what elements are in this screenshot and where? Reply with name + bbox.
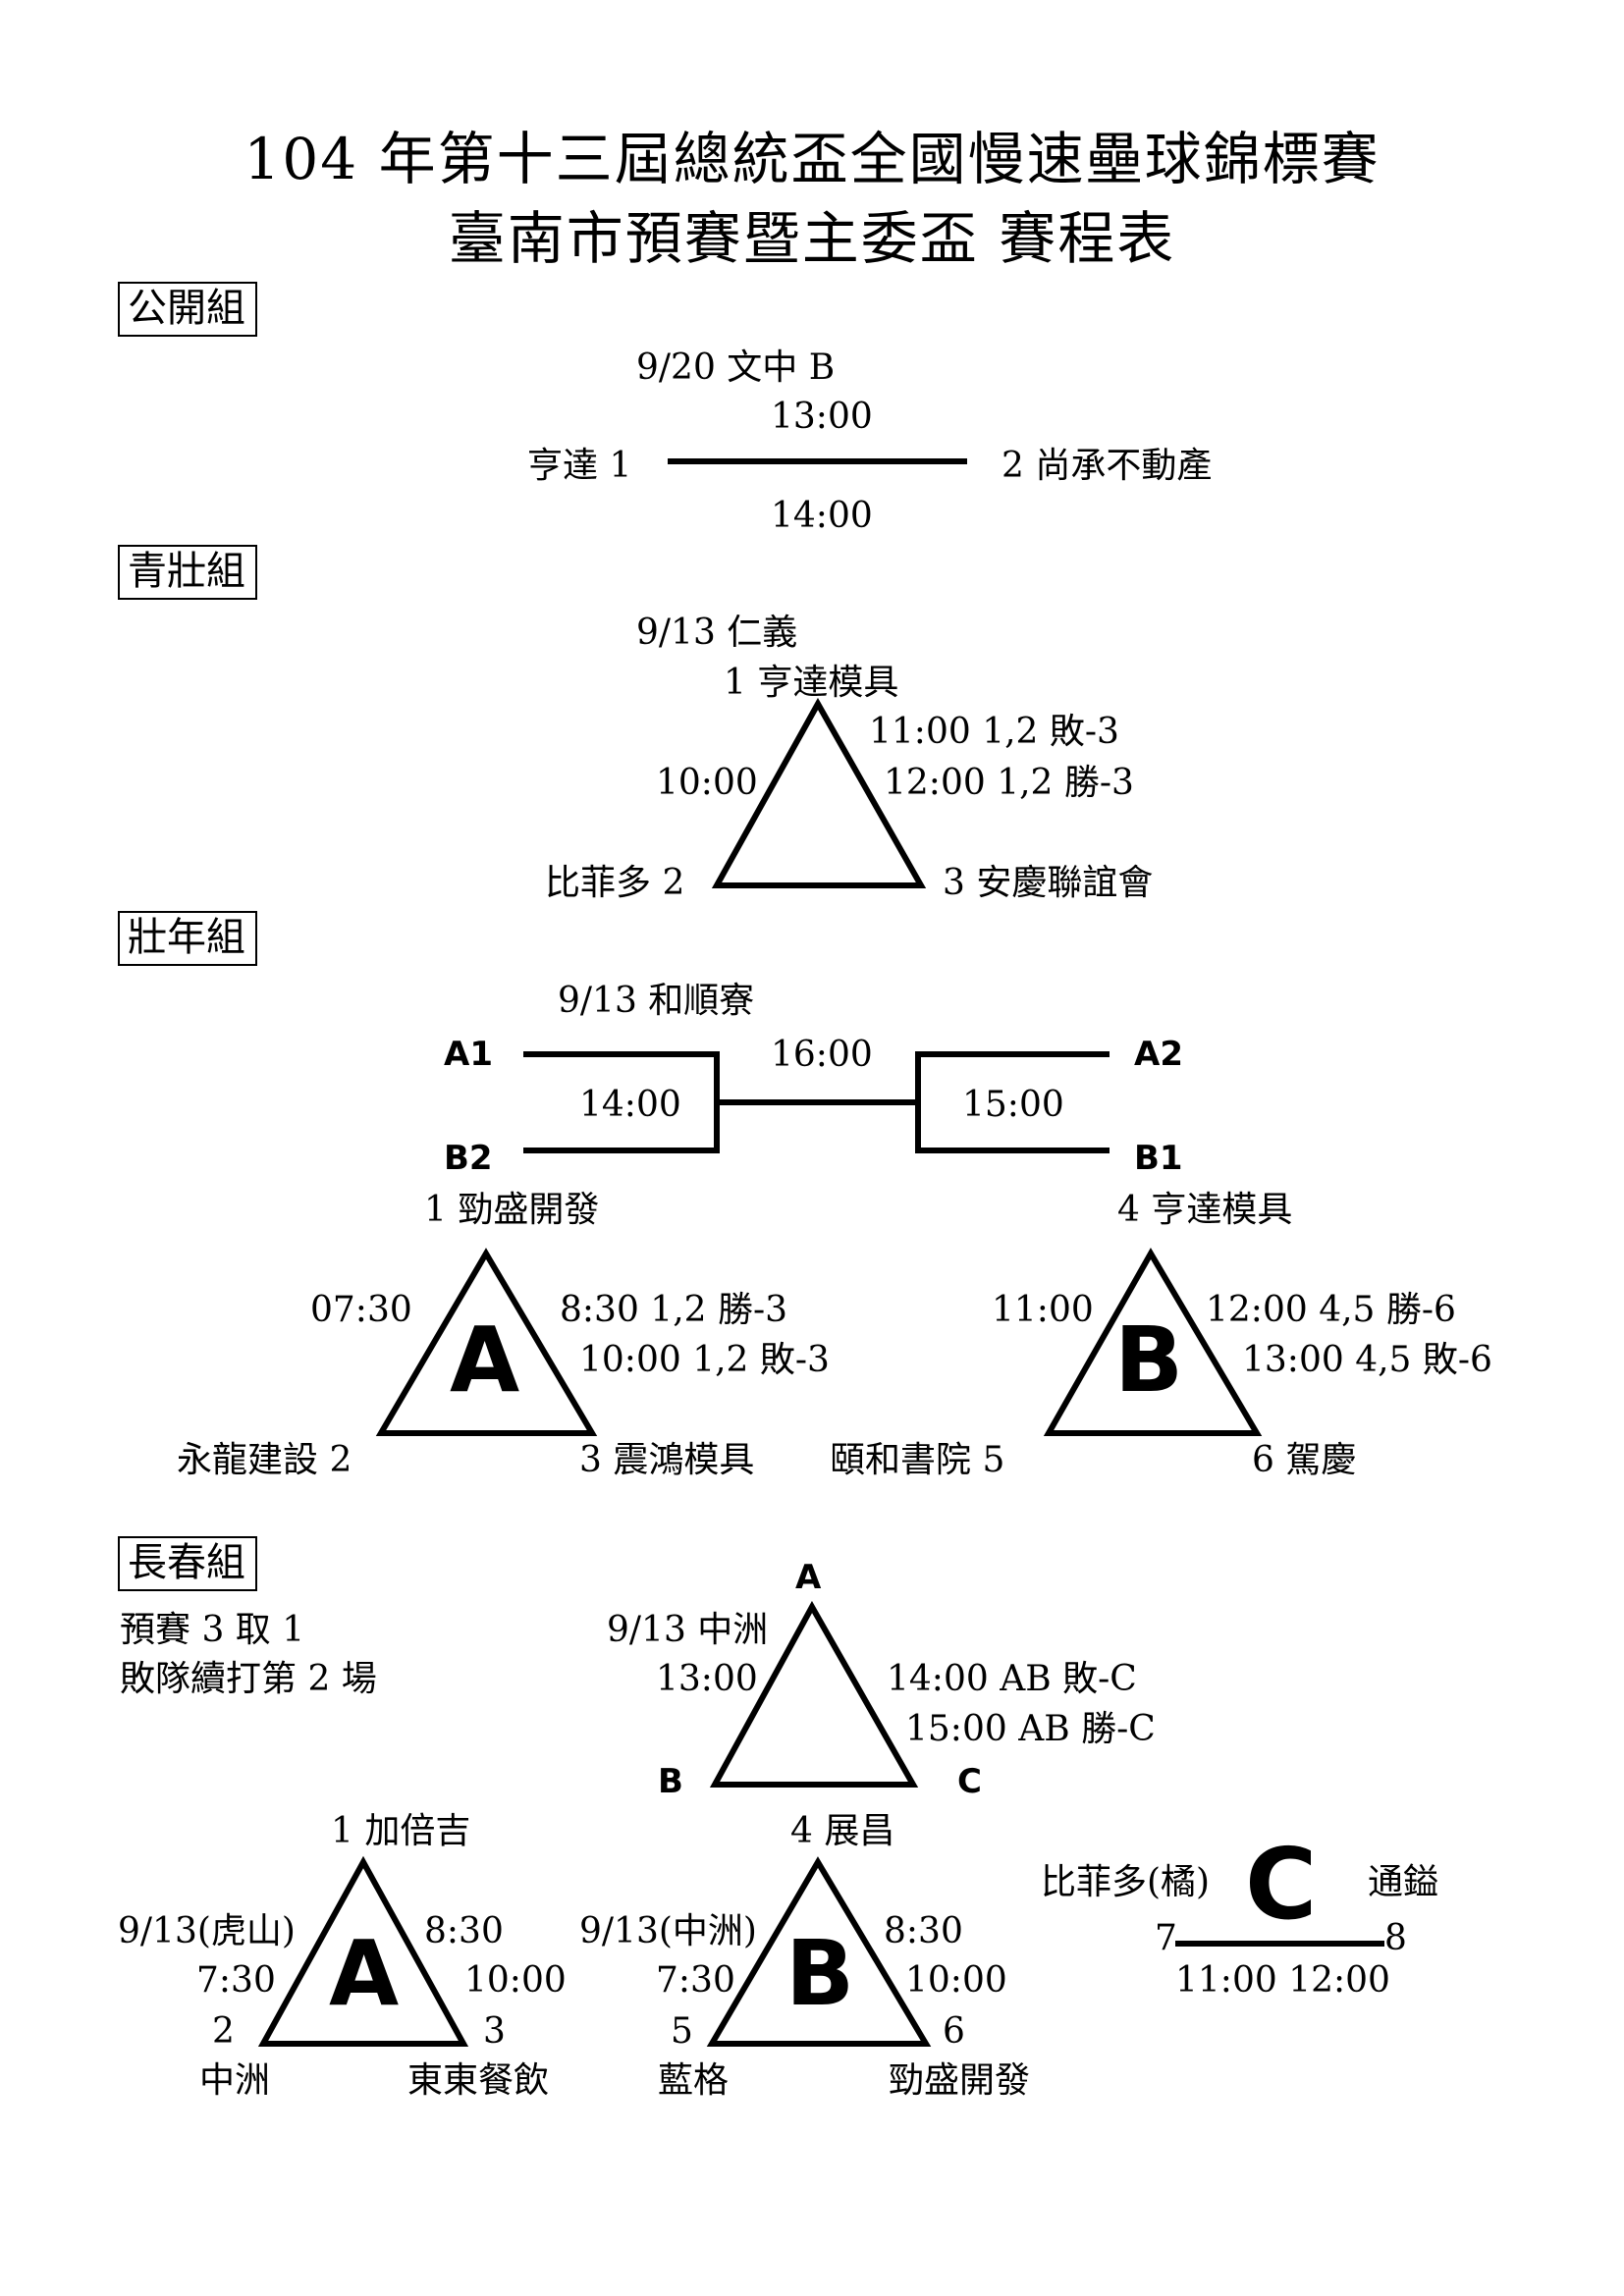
adult-a-left-time: 07:30 [310, 1290, 412, 1330]
adult-b-team-top: 4 亨達模具 [1117, 1190, 1293, 1230]
adult-slot-b2: B2 [444, 1139, 493, 1178]
youth-note-2: 12:00 1,2 勝-3 [884, 763, 1134, 803]
senior-b-team-top: 4 展昌 [790, 1811, 895, 1851]
senior-c-team-left: 比菲多(橘) [1041, 1862, 1211, 1902]
adult-b-note-1: 12:00 4,5 勝-6 [1206, 1290, 1456, 1330]
open-team-right: 2 尚承不動產 [1001, 446, 1213, 486]
senior-final-left-time: 13:00 [656, 1659, 758, 1699]
section-label-youth: 青壯組 [118, 545, 257, 600]
adult-group-b-letter: B [1114, 1308, 1184, 1413]
adult-a-team-bottom-right: 3 震鴻模具 [579, 1440, 755, 1480]
adult-date-venue: 9/13 和順寮 [558, 981, 755, 1021]
adult-slot-b1: B1 [1134, 1139, 1183, 1178]
adult-slot-a1: A1 [444, 1035, 493, 1074]
adult-a-note-2: 10:00 1,2 敗-3 [579, 1340, 830, 1380]
senior-final-note-1: 14:00 AB 敗-C [887, 1659, 1137, 1699]
adult-slot-a2: A2 [1134, 1035, 1183, 1074]
senior-b-num-left: 5 [671, 2011, 693, 2052]
adult-b-team-bottom-right: 6 駕慶 [1252, 1440, 1357, 1480]
adult-b-left-time: 11:00 [992, 1290, 1094, 1330]
senior-final-note-2: 15:00 AB 勝-C [905, 1709, 1156, 1749]
senior-rule-2: 敗隊續打第 2 場 [120, 1659, 377, 1699]
senior-b-left-time: 7:30 [656, 1960, 735, 2001]
senior-a-num-left: 2 [212, 2011, 235, 2052]
senior-b-num-right: 6 [943, 2011, 965, 2052]
youth-note-1: 11:00 1,2 敗-3 [869, 712, 1119, 752]
senior-c-num-right: 8 [1384, 1918, 1407, 1958]
senior-a-right-time-1: 8:30 [424, 1911, 504, 1951]
senior-c-team-right: 通鎰 [1368, 1862, 1439, 1902]
senior-a-name-left: 中洲 [199, 2060, 271, 2101]
senior-final-slot-c: C [957, 1762, 982, 1801]
section-label-adult: 壯年組 [118, 911, 257, 966]
senior-a-right-time-2: 10:00 [464, 1960, 567, 2001]
open-time-top: 13:00 [771, 397, 873, 437]
open-team-left: 亨達 1 [527, 446, 632, 486]
adult-b-team-bottom-left: 頤和書院 5 [830, 1440, 1005, 1480]
adult-a-note-1: 8:30 1,2 勝-3 [560, 1290, 788, 1330]
senior-a-left-time: 7:30 [196, 1960, 276, 2001]
senior-c-num-left: 7 [1155, 1918, 1177, 1958]
youth-team-bottom-right: 3 安慶聯誼會 [943, 863, 1154, 903]
senior-final-slot-b: B [658, 1762, 683, 1801]
senior-a-team-top: 1 加倍吉 [331, 1811, 471, 1851]
senior-rule-1: 預賽 3 取 1 [120, 1610, 305, 1650]
senior-group-b-letter: B [785, 1921, 855, 2026]
section-label-open: 公開組 [118, 282, 257, 337]
senior-b-name-right: 勁盛開發 [889, 2060, 1031, 2101]
page-title: 104 年第十三屆總統盃全國慢速壘球錦標賽 [244, 126, 1380, 192]
youth-date-venue: 9/13 仁義 [636, 613, 798, 653]
senior-b-name-left: 藍格 [658, 2060, 730, 2101]
senior-a-date-venue: 9/13(虎山) [118, 1911, 296, 1951]
youth-team-top: 1 亨達模具 [724, 663, 899, 703]
senior-final-slot-a: A [795, 1558, 822, 1597]
youth-team-bottom-left: 比菲多 2 [545, 863, 685, 903]
senior-group-a-letter: A [329, 1921, 400, 2026]
adult-time-final: 16:00 [771, 1035, 873, 1075]
senior-a-num-right: 3 [483, 2011, 506, 2052]
adult-time-right: 15:00 [962, 1085, 1064, 1125]
adult-group-a-letter: A [450, 1308, 520, 1413]
section-label-senior: 長春組 [118, 1536, 257, 1591]
senior-b-right-time-1: 8:30 [884, 1911, 963, 1951]
adult-a-team-top: 1 勁盛開發 [424, 1190, 600, 1230]
page-subtitle: 臺南市預賽暨主委盃 賽程表 [448, 205, 1176, 272]
open-time-bottom: 14:00 [771, 496, 873, 536]
senior-a-name-right: 東東餐飲 [407, 2060, 550, 2101]
senior-c-times: 11:00 12:00 [1175, 1960, 1390, 2001]
adult-b-note-2: 13:00 4,5 敗-6 [1242, 1340, 1492, 1380]
adult-time-left: 14:00 [579, 1085, 681, 1125]
senior-b-right-time-2: 10:00 [905, 1960, 1007, 2001]
senior-group-c-letter: C [1245, 1827, 1318, 1942]
open-date-venue: 9/20 文中 B [636, 347, 836, 388]
youth-left-time: 10:00 [656, 763, 758, 803]
adult-a-team-bottom-left: 永龍建設 2 [177, 1440, 352, 1480]
senior-final-date-venue: 9/13 中洲 [607, 1610, 769, 1650]
senior-b-date-venue: 9/13(中洲) [579, 1911, 757, 1951]
